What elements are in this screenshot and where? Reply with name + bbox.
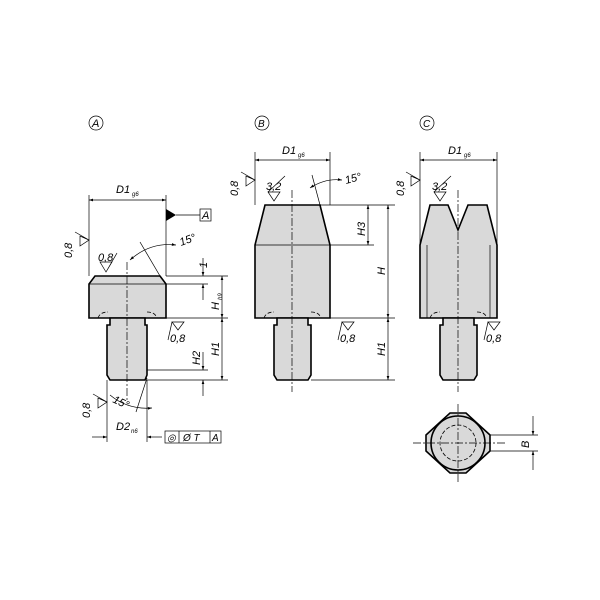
view-a-roughness-shank: 0,8 [81,402,93,418]
tolerance-datum: A [211,433,219,444]
view-c: C D1 g6 0,8 3,2 0,8 B [395,115,538,482]
view-b: B D1 g6 0,8 3,2 15° H3 H H1 0,8 [229,115,395,392]
view-a-undercut [97,311,158,319]
view-c-shank [439,317,478,381]
view-a-h2-label: H2 [191,351,203,365]
roughness-symbol-icon [74,231,90,247]
view-b-h3-label: H3 [356,221,368,236]
view-a-d2-tol: n6 [131,429,138,435]
view-a-dim-1: 1 [198,262,210,268]
view-a-head [88,275,167,319]
roughness-symbol-icon [92,393,108,409]
roughness-symbol-icon [240,171,256,187]
drawing-line [164,430,222,444]
view-c-body [419,204,498,319]
view-b-angle: 15° [344,171,364,187]
view-b-d1-tol: g6 [298,153,305,159]
view-b-shank [273,317,312,381]
view-a-roughness-shoulder: 0,8 [170,333,186,345]
view-b-roughness-side: 0,8 [229,180,241,196]
roughness-symbol-icon [167,321,185,341]
tolerance-value: Ø T [182,433,201,444]
view-b-label: B [258,119,265,130]
datum-triangle-icon [166,209,176,221]
drawing-line [309,178,343,189]
view-c-roughness-side: 0,8 [395,180,407,196]
view-a-h-tol: h9 [218,293,224,300]
view-b-roughness-shoulder: 0,8 [340,333,356,345]
drawing-line [311,174,321,206]
drawing-line [263,311,322,319]
view-c-d1-tol: g6 [464,153,471,159]
view-a-d1-tol: g6 [132,192,139,198]
tolerance-frame: ◎ Ø T A [164,430,222,444]
view-a-angle-arc-bottom [109,394,153,410]
drawing-line [74,231,90,247]
roughness-symbol-icon [433,175,452,202]
drawing-line [139,241,161,277]
view-b-d1-label: D1 [282,145,296,157]
view-b-body [254,204,331,319]
drawing-line [254,115,270,131]
view-b-h-label: H [376,267,388,275]
roughness-symbol-icon [99,252,118,273]
view-a-angle-top: 15° [178,232,198,249]
view-c-roughness-shoulder: 0,8 [486,333,502,345]
view-b-roughness-top: 3,2 [266,181,281,193]
datum-label: A [201,210,209,222]
view-c-roughness-top: 3,2 [432,181,447,193]
roughness-symbol-icon [405,171,421,187]
drawing-line [429,311,488,319]
view-a-roughness-side: 0,8 [63,242,75,258]
view-a-label: A [91,118,99,130]
view-c-plan-view: B [413,404,538,482]
view-a-h-label: H [210,302,222,310]
view-c-d1-label: D1 [448,145,462,157]
roughness-symbol-icon [337,321,355,341]
datum-frame [199,208,212,222]
roughness-symbol-icon [483,321,501,341]
view-a: A D1 g6 A 0,8 0,8 15° [63,115,228,444]
view-c-b-label: B [520,441,532,448]
drawing-line [135,377,148,413]
view-a-d1-label: D1 [116,184,130,196]
view-a-angle-arc [129,243,177,261]
view-a-d2-label: D2 [116,421,130,433]
roughness-symbol-icon [267,175,286,202]
view-a-roughness-top: 0,8 [98,252,114,264]
view-b-h1-label: H1 [376,342,388,356]
concentricity-symbol: ◎ [167,433,177,444]
view-a-h1-label: H1 [210,342,222,356]
view-a-angle-bottom: 15° [111,394,132,412]
view-c-label: C [423,119,431,130]
drawing-line [419,115,435,131]
view-a-label-circle [88,115,104,131]
